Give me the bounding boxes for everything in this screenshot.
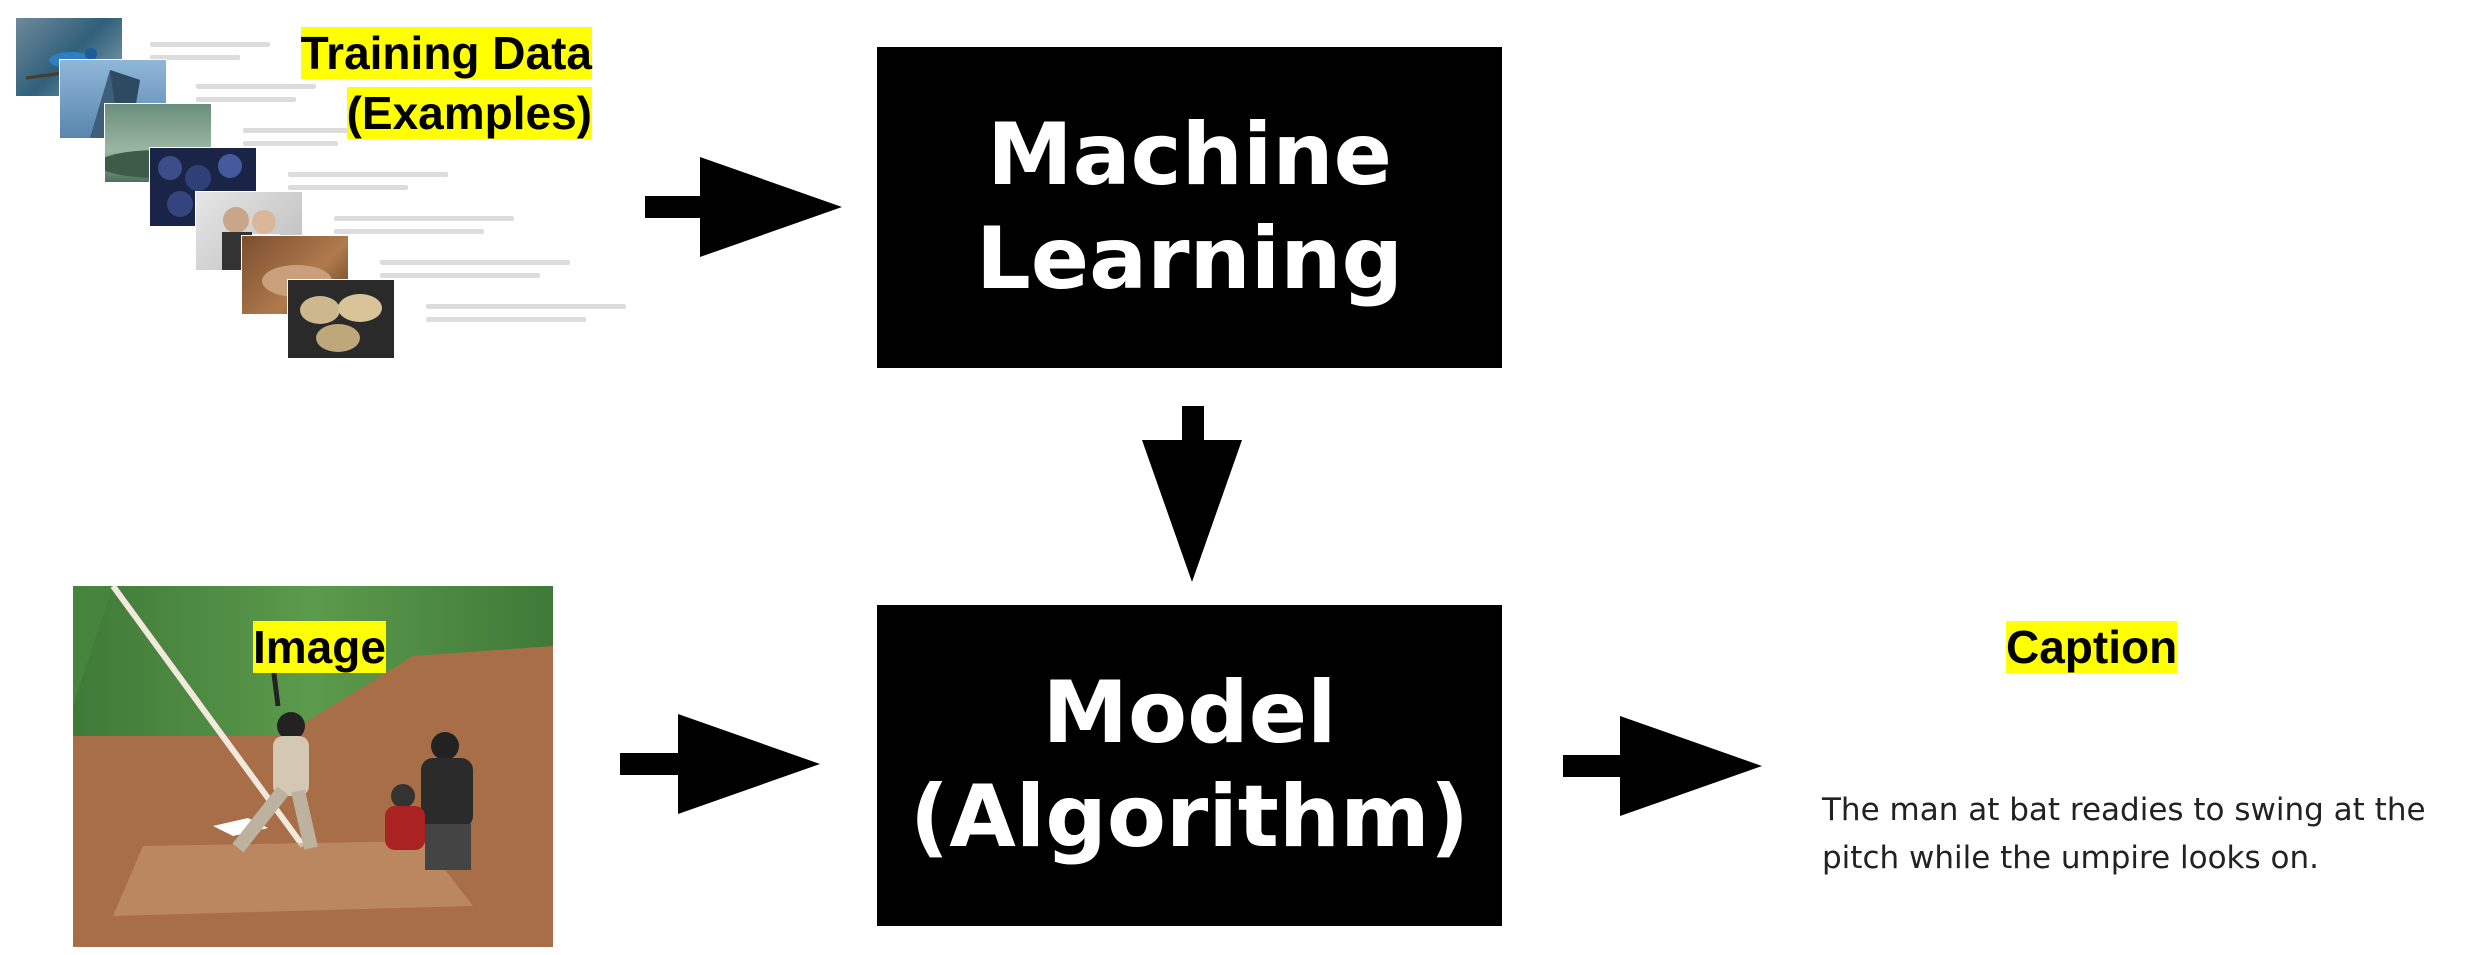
machine-learning-line1: Machine bbox=[987, 105, 1392, 206]
caption-output-line2: pitch while the umpire looks on. bbox=[1822, 840, 2319, 876]
example-thumbnail-potatoes bbox=[288, 280, 394, 358]
example-caption bbox=[196, 84, 406, 110]
machine-learning-box: Machine Learning bbox=[877, 47, 1502, 368]
training-data-label: Training Data (Examples) bbox=[281, 23, 592, 143]
model-line2: (Algorithm) bbox=[909, 766, 1470, 867]
model-line1: Model bbox=[1042, 663, 1337, 764]
image-label-text: Image bbox=[253, 621, 386, 673]
image-label: Image bbox=[253, 617, 386, 677]
training-data-label-line1: Training Data bbox=[300, 27, 592, 79]
example-caption bbox=[150, 42, 360, 68]
model-box: Model (Algorithm) bbox=[877, 605, 1502, 926]
arrow-right-icon bbox=[1563, 716, 1762, 816]
example-caption bbox=[380, 260, 590, 286]
example-caption bbox=[426, 304, 636, 330]
caption-output-text: The man at bat readies to swing at the p… bbox=[1822, 786, 2442, 882]
example-caption bbox=[243, 128, 453, 154]
example-caption bbox=[334, 216, 544, 242]
example-caption bbox=[288, 172, 498, 198]
machine-learning-line2: Learning bbox=[975, 208, 1404, 309]
caption-label: Caption bbox=[2006, 617, 2178, 677]
arrow-right-icon bbox=[620, 714, 820, 814]
training-data-label-line2: (Examples) bbox=[346, 87, 592, 139]
arrow-down-icon bbox=[1142, 406, 1242, 582]
arrow-right-icon bbox=[645, 157, 842, 257]
caption-label-text: Caption bbox=[2006, 621, 2178, 673]
caption-output-line1: The man at bat readies to swing at the bbox=[1822, 792, 2426, 828]
